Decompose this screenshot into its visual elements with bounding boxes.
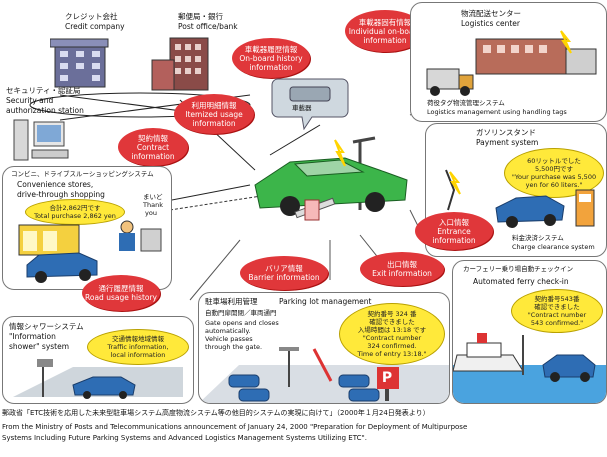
ferry-label-en: Automated ferry check-in [473,277,569,286]
car-unit-label: 車載器 [292,104,312,112]
post-office-building-icon [151,37,209,91]
post-office-label-ja: 郵便局・銀行 [178,12,223,21]
convenience-label-ja: コンビニ、ドライブスルーショッピングシステム [11,170,154,178]
logistics-panel: 物流配送センター Logistics center 荷役タグ物流管理システム L… [410,2,607,122]
ferry-label-ja: カーフェリー乗り場自動チェックイン [463,265,574,273]
ferry-icon [453,333,606,403]
security-label-ja: セキュリティ・認証局 [6,86,81,95]
parking-panel: 駐車場利用管理 Parking lot management 自動門扉開閉／車両… [198,292,450,404]
credit-company-building-icon [50,38,109,88]
car-icon [254,136,408,221]
info-shower-road-icon [13,359,183,399]
gas-station-label-ja: ガソリンスタンド [476,128,536,137]
person-speech-2: Thank [143,201,163,209]
info-shower-panel: 情報シャワーシステム "Information shower" system 交… [2,316,194,404]
parking-desc-2: automatically. [205,327,251,335]
convenience-store-icon [18,220,162,283]
footer-ja: 郵政省「ETC技術を応用した未来型駐車場システム高度物流システム等の他目的システ… [2,409,430,417]
gas-station-label-en: Payment system [476,138,539,147]
footer-en1: From the Ministry of Posts and Telecommu… [2,423,468,431]
convenience-panel: コンビニ、ドライブスルーショッピングシステム Convenience store… [2,166,172,290]
parking-sign: P [381,370,393,386]
security-label-en2: authorization station [6,106,84,115]
gas-pump-icon [445,169,595,228]
computer-icon [13,119,69,161]
convenience-label-en1: Convenience stores, [17,180,94,189]
logistics-label-ja: 物流配送センター [461,9,521,18]
info-shower-label-ja: 情報シャワーシステム [9,322,84,331]
parking-desc-3: Vehicle passes [205,335,253,343]
car-unit-bubble [271,78,349,130]
charge-label-en: Charge clearance system [512,243,595,251]
parking-bubble: 契約番号 324 番確認できました入場時間は 13:18 です"Contract… [339,303,445,365]
parking-desc-ja: 自動門扉開閉／車両通門 [205,309,277,317]
footer-en2: Systems Including Future Parking Systems… [2,434,367,442]
logistics-label-en: Logistics center [461,19,520,28]
credit-company-label-en: Credit company [65,22,125,31]
info-shower-label-en2: shower" system [9,342,70,351]
credit-company-label-ja: クレジット会社 [65,12,118,21]
charge-label-ja: 料金決済システム [512,234,564,242]
post-office-label-en: Post office/bank [178,22,238,31]
info-shower-label-en1: "Information [9,332,56,341]
parking-desc-1: Gate opens and closes [205,319,279,327]
logistics-tag-ja: 荷役タグ物流管理システム [427,99,505,107]
logistics-tag-en: Logistics management using handling tags [427,108,567,116]
parking-desc-4: through the gate. [205,343,263,351]
parking-label-ja: 駐車場利用管理 [205,297,258,306]
parking-label-en: Parking lot management [279,297,372,306]
logistics-center-icon [426,30,597,96]
convenience-label-en2: drive-through shopping [17,190,105,199]
ferry-panel: カーフェリー乗り場自動チェックイン Automated ferry check-… [452,260,607,404]
security-label-en1: Security and [6,96,54,105]
person-speech-1: まいど [143,193,163,201]
person-speech-3: you [145,209,157,217]
parking-lot-icon [199,347,449,403]
